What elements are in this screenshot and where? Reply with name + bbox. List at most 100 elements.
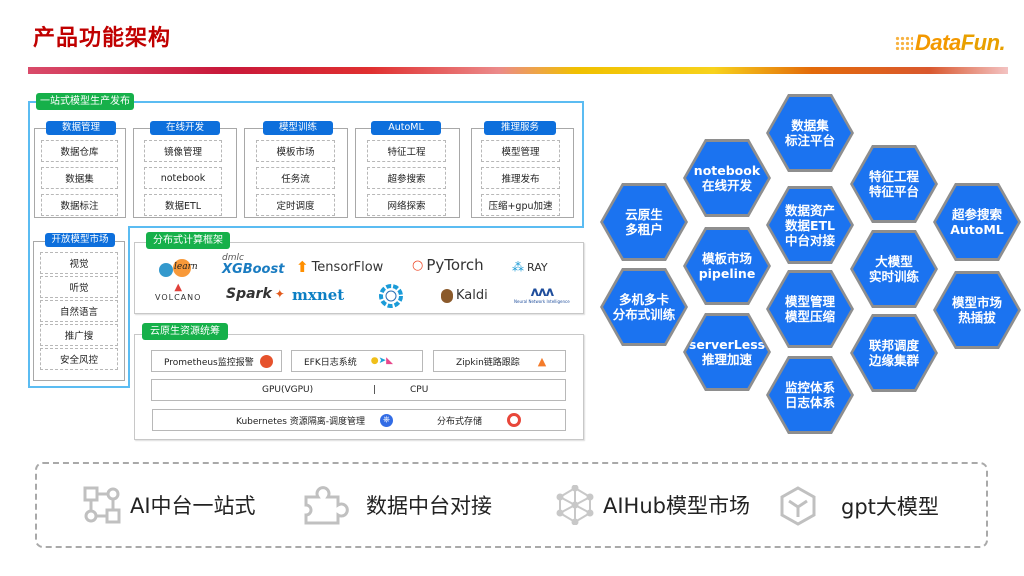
hexagon-line: 模型市场: [951, 295, 1002, 310]
group-item[interactable]: 特征工程: [367, 140, 446, 162]
group-item[interactable]: 超参搜索: [367, 167, 446, 189]
hexagon-line: 在线开发: [701, 178, 752, 193]
hexagon-line: 边缘集群: [868, 353, 919, 368]
hexagon-label: 多机多卡分布式训练: [603, 271, 685, 343]
hexagon-line: 云原生: [625, 207, 663, 222]
hex-feature-platform[interactable]: 特征工程特征平台: [850, 145, 938, 223]
hexagon-line: 实时训练: [868, 269, 919, 284]
kubernetes-icon: ⎈: [380, 413, 393, 427]
hex-dataset-labeling[interactable]: 数据集标注平台: [766, 94, 854, 172]
group-item[interactable]: 压缩+gpu加速: [481, 194, 560, 216]
nni-logo: ʌʌʌ Neural Network Intelligence: [514, 285, 570, 304]
hexagon-line: 多租户: [625, 222, 663, 237]
compute-label: 分布式计算框架: [146, 232, 230, 249]
elastic-icon: ●: [370, 356, 379, 366]
kubernetes-box[interactable]: Kubernetes 资源隔离-调度管理 ⎈ 分布式存储: [152, 409, 566, 431]
group-item[interactable]: 模型管理: [481, 140, 560, 162]
group-item[interactable]: 镜像管理: [144, 140, 222, 162]
logo-text-data: Data: [915, 30, 961, 55]
hexagon-line: AutoML: [950, 222, 1004, 237]
kibana-icon: ◣: [386, 356, 394, 366]
hexagon-line: pipeline: [698, 266, 756, 281]
network-icon: [556, 485, 594, 525]
platform-outline: [28, 101, 584, 228]
hex-llm-training[interactable]: 大模型实时训练: [850, 230, 938, 308]
prometheus-box[interactable]: Prometheus监控报警: [151, 350, 282, 372]
sklearn-logo: learn: [158, 258, 198, 278]
market-item[interactable]: 听觉: [40, 276, 118, 298]
group-item[interactable]: 数据ETL: [144, 194, 222, 216]
storage-icon: [507, 413, 521, 427]
hexagon-line: 大模型: [875, 254, 913, 269]
datafun-logo: DataFun.: [895, 30, 1006, 56]
group-item[interactable]: 任务流: [256, 167, 335, 189]
feature-ai-platform: AI中台一站式: [82, 485, 256, 525]
volcano-logo: ▲ VOLCANO: [155, 282, 202, 303]
hex-cloud-native[interactable]: 云原生多租户: [600, 183, 688, 261]
feature-aihub: AIHub模型市场: [555, 485, 750, 525]
hexagon-label: 监控体系日志体系: [769, 359, 851, 431]
sklearn-icon: [159, 259, 191, 277]
group-title: 推理服务: [484, 121, 556, 135]
market-item[interactable]: 视觉: [40, 252, 118, 274]
hex-distributed-training[interactable]: 多机多卡分布式训练: [600, 268, 688, 346]
hexagon-label: 特征工程特征平台: [853, 148, 935, 220]
pytorch-logo: ○ PyTorch: [412, 256, 484, 274]
puzzle-icon: [304, 486, 349, 525]
ray-logo: ⁂ RAY: [512, 260, 548, 274]
xgboost-logo: dmlc XGBoost: [222, 253, 285, 277]
group-item[interactable]: 模板市场: [256, 140, 335, 162]
header-gradient-bar: [28, 67, 1008, 74]
hexagon-label: 模型市场热插拔: [936, 274, 1018, 346]
logo-text-fun: Fun.: [960, 30, 1006, 55]
market-item[interactable]: 推广搜: [40, 324, 118, 346]
group-item[interactable]: 网络探索: [367, 194, 446, 216]
compute-resource-box[interactable]: GPU(VGPU) | CPU: [151, 379, 566, 401]
hexagon-line: 推理加速: [701, 352, 752, 367]
group-item[interactable]: 数据标注: [41, 194, 118, 216]
hex-model-market[interactable]: 模型市场热插拔: [933, 271, 1021, 349]
volcano-icon: ▲: [174, 282, 183, 293]
platform-label: 一站式模型生产发布: [36, 93, 134, 110]
platform-outline-left: [28, 226, 130, 388]
compute-section: [134, 242, 584, 314]
hexagon-line: 热插拔: [958, 310, 996, 325]
group-title: 数据管理: [46, 121, 116, 135]
group-item[interactable]: 定时调度: [256, 194, 335, 216]
market-item[interactable]: 安全风控: [40, 348, 118, 370]
hexagon-line: 数据ETL: [784, 217, 836, 233]
hexagon-line: 分布式训练: [612, 307, 676, 322]
hexagon-line: 超参搜索: [951, 207, 1002, 222]
group-item[interactable]: 推理发布: [481, 167, 560, 189]
group-item[interactable]: notebook: [144, 167, 222, 189]
kaldi-icon: [441, 288, 453, 303]
zipkin-box[interactable]: Zipkin链路跟踪 ▲: [433, 350, 566, 372]
logo-dots-icon: [895, 36, 913, 50]
hexagon-line: 数据资产: [784, 202, 835, 218]
hexagon-label: 云原生多租户: [603, 186, 685, 258]
efk-box[interactable]: EFK日志系统 ●➤◣: [291, 350, 423, 372]
kubeflow-logo: [377, 282, 405, 310]
fluentd-icon: ➤: [378, 356, 387, 366]
hexagon-label: 数据集标注平台: [769, 97, 851, 169]
hexagon-line: 特征工程: [868, 169, 919, 184]
hex-monitoring[interactable]: 监控体系日志体系: [766, 356, 854, 434]
hexagon-label: 联邦调度边缘集群: [853, 317, 935, 389]
cloud-label: 云原生资源统筹: [142, 323, 228, 340]
spark-star-icon: ✦: [274, 287, 285, 301]
market-item[interactable]: 自然语言: [40, 300, 118, 322]
hex-model-management[interactable]: 模型管理模型压缩: [766, 270, 854, 348]
group-item[interactable]: 数据集: [41, 167, 118, 189]
hexagon-label: 大模型实时训练: [853, 233, 935, 305]
hex-federated-scheduling[interactable]: 联邦调度边缘集群: [850, 314, 938, 392]
group-item[interactable]: 数据仓库: [41, 140, 118, 162]
hexagon-line: 数据集: [791, 118, 829, 133]
